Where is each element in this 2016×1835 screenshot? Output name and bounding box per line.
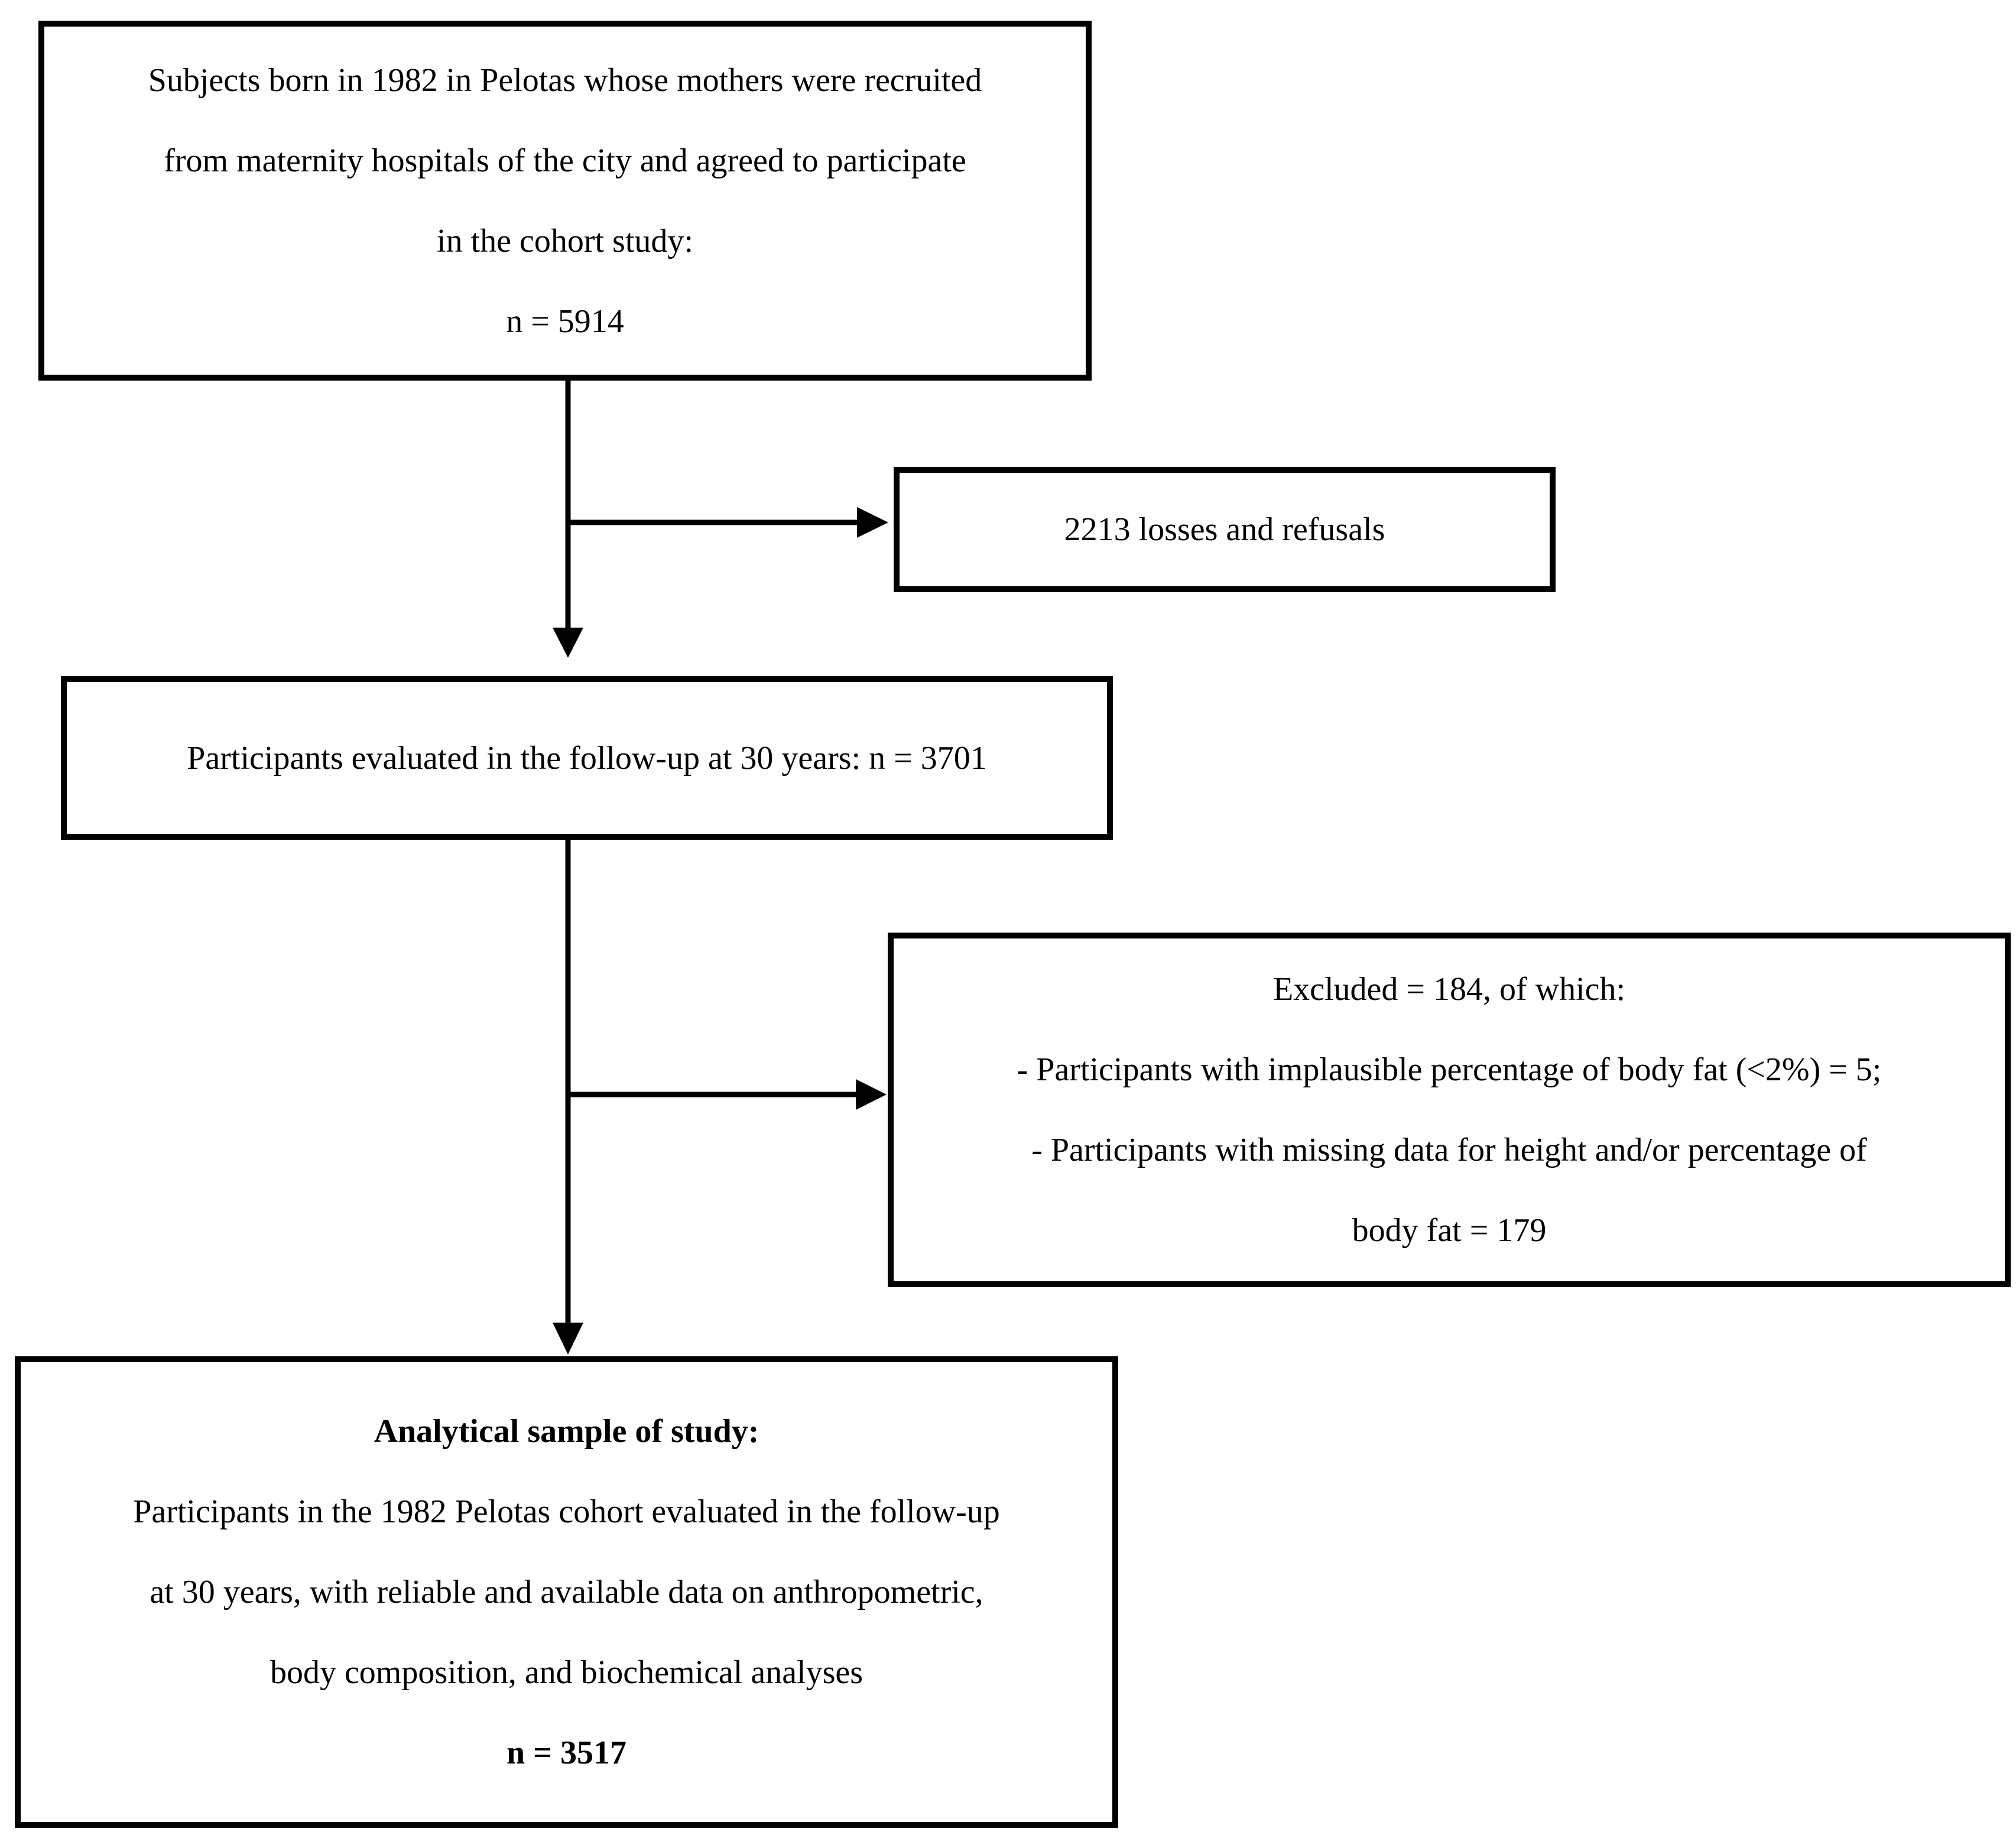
arrowhead-to-evaluated — [553, 628, 583, 658]
evaluated-followup-box: Participants evaluated in the follow-up … — [61, 676, 1113, 840]
losses-refusals-box: 2213 losses and refusals — [894, 467, 1556, 592]
enrolled-line-2: from maternity hospitals of the city and… — [164, 142, 966, 179]
analytical-line-2: at 30 years, with reliable and available… — [150, 1574, 983, 1610]
enrolled-count: n = 5914 — [506, 303, 624, 340]
enrolled-line-3: in the cohort study: — [437, 222, 693, 259]
excluded-line-2: - Participants with implausible percenta… — [1017, 1051, 1882, 1088]
enrolled-cohort-box: Subjects born in 1982 in Pelotas whose m… — [38, 21, 1092, 381]
excluded-box: Excluded = 184, of which: - Participants… — [888, 933, 2011, 1287]
excluded-line-3: - Participants with missing data for hei… — [1031, 1132, 1867, 1168]
analytical-line-1: Participants in the 1982 Pelotas cohort … — [133, 1493, 1000, 1530]
evaluated-text: Participants evaluated in the follow-up … — [187, 739, 987, 777]
losses-text: 2213 losses and refusals — [1064, 511, 1385, 548]
arrowhead-to-excluded — [856, 1079, 887, 1110]
arrowhead-to-analytical — [553, 1323, 583, 1355]
enrolled-line-1: Subjects born in 1982 in Pelotas whose m… — [148, 61, 982, 99]
analytical-line-3: body composition, and biochemical analys… — [270, 1654, 863, 1691]
analytical-heading: Analytical sample of study: — [374, 1413, 759, 1450]
arrowhead-to-losses — [857, 507, 888, 538]
excluded-line-1: Excluded = 184, of which: — [1272, 971, 1626, 1008]
analytical-sample-box: Analytical sample of study: Participants… — [15, 1356, 1118, 1828]
excluded-line-4: body fat = 179 — [1352, 1212, 1547, 1249]
analytical-count: n = 3517 — [506, 1735, 627, 1771]
